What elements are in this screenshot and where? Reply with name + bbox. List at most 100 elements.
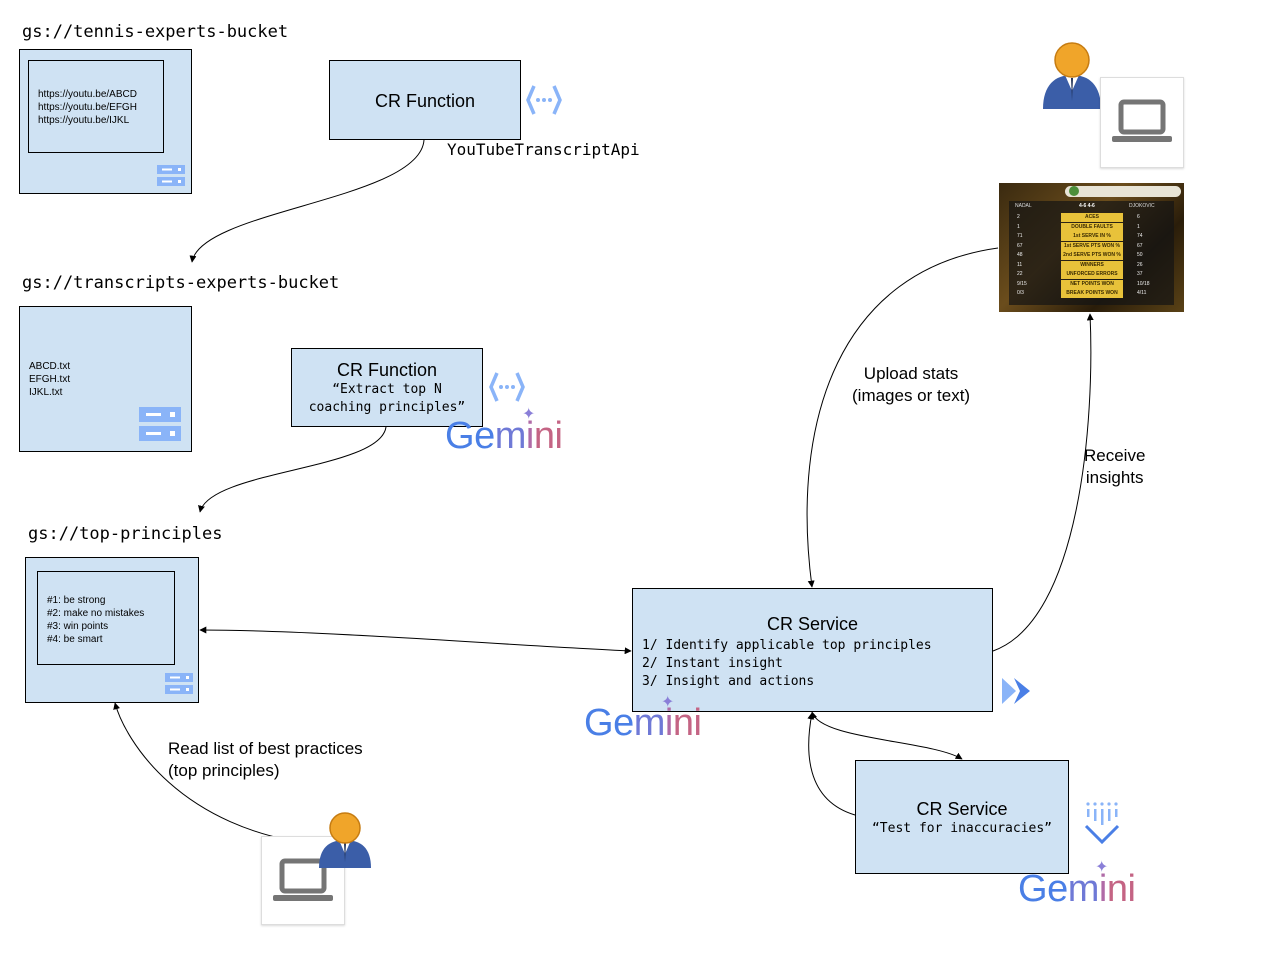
- upload-stats-label: Upload stats (images or text): [852, 364, 971, 405]
- stat-label: DOUBLE FAULTS: [1061, 222, 1123, 232]
- list-item: #4: be smart: [47, 634, 103, 645]
- scoreboard-row: 48 2nd SERVE PTS WON % 50: [1009, 251, 1174, 261]
- user-avatar-icon: [1043, 42, 1101, 109]
- url-list: https://youtu.be/ABCD https://youtu.be/E…: [28, 60, 164, 153]
- arrow-fetch-to-transcripts: [189, 139, 425, 263]
- cr-function-extract: CR Function “Extract top N coaching prin…: [291, 348, 483, 427]
- stat-label: 1st SERVE PTS WON %: [1061, 241, 1123, 251]
- tennis-bucket-label: gs://tennis-experts-bucket: [22, 22, 289, 42]
- service-subtitle: “Test for inaccuracies”: [871, 821, 1052, 836]
- storage-bucket-icon: [165, 673, 193, 694]
- user-avatar-icon: [319, 812, 371, 868]
- stat-right: 1: [1137, 223, 1140, 230]
- list-item: https://youtu.be/IJKL: [38, 115, 130, 126]
- principles-list: #1: be strong #2: make no mistakes #3: w…: [37, 571, 175, 665]
- scoreboard-table: NADAL 4-6 4-6 DJOKOVIC 2 ACES 6 1 DOUBLE FAU…: [1009, 201, 1174, 305]
- service-title: CR Service: [916, 799, 1008, 819]
- match-score: 4-6 4-6: [1079, 203, 1095, 209]
- cloud-run-icon: [1002, 678, 1030, 704]
- storage-bucket-icon: [139, 407, 181, 441]
- scoreboard-row: 71 1st SERVE IN % 74: [1009, 232, 1174, 242]
- principles-bucket-label: gs://top-principles: [28, 524, 223, 544]
- cr-service-test: CR Service “Test for inaccuracies”: [855, 760, 1069, 874]
- stat-label: NET POINTS WON: [1061, 279, 1123, 289]
- stat-label: WINNERS: [1061, 260, 1123, 270]
- list-item: IJKL.txt: [29, 387, 63, 398]
- function-subtitle-line2: coaching principles”: [308, 400, 466, 415]
- arrow-extract-to-principles: [198, 426, 387, 513]
- list-item: #2: make no mistakes: [47, 608, 145, 619]
- gemini-star-icon: ✦: [522, 406, 536, 423]
- cr-service-main: CR Service 1/ Identify applicable top pr…: [632, 588, 993, 712]
- list-item: https://youtu.be/EFGH: [38, 102, 137, 113]
- service-steps: 1/ Identify applicable top principles 2/…: [642, 637, 992, 691]
- service-step: 1/ Identify applicable top principles: [642, 638, 932, 653]
- arrow-service-principles: [199, 626, 632, 655]
- stat-right: 67: [1137, 242, 1143, 249]
- list-item: #3: win points: [47, 621, 109, 632]
- storage-bucket-icon: [157, 165, 185, 186]
- globe-icon: [1069, 186, 1079, 196]
- laptop-card: [261, 836, 345, 925]
- service-step: 3/ Insight and actions: [642, 674, 815, 689]
- stat-label: 1st SERVE IN %: [1061, 232, 1123, 241]
- laptop-icon: [1112, 99, 1172, 142]
- match-stats-image: NADAL 4-6 4-6 DJOKOVIC 2 ACES 6 1 DOUBLE FAU…: [999, 183, 1184, 312]
- scoreboard-row: 2 ACES 6: [1009, 213, 1174, 223]
- api-label: YouTubeTranscriptApi: [447, 140, 640, 159]
- laptop-icon: [273, 858, 333, 901]
- gemini-star-icon: ✦: [1095, 859, 1109, 876]
- gemini-logo: Gemini: [584, 702, 702, 744]
- transcript-list: ABCD.txt EFGH.txt IJKL.txt: [29, 360, 70, 399]
- principles-bucket-box: #1: be strong #2: make no mistakes #3: w…: [25, 557, 199, 703]
- cloud-functions-icon: [489, 372, 525, 402]
- stat-right: 37: [1137, 271, 1143, 277]
- cloud-functions-icon: [526, 85, 562, 115]
- read-label: Read list of best practices (top princip…: [168, 739, 363, 780]
- service-step: 2/ Instant insight: [642, 656, 783, 671]
- scoreboard-header: [1065, 186, 1181, 197]
- service-title: CR Service: [766, 614, 859, 634]
- stat-right: 26: [1137, 261, 1143, 268]
- function-title: CR Function: [336, 360, 438, 380]
- scoreboard-rows: 2 ACES 6 1 DOUBLE FAULTS 1 71 1st SERVE IN % 74 6…: [1009, 213, 1174, 299]
- player-right: DJOKOVIC: [1129, 203, 1155, 209]
- stat-left: 48: [1017, 252, 1023, 258]
- stat-left: 1: [1017, 223, 1020, 230]
- list-item: EFGH.txt: [29, 374, 71, 385]
- gemini-star-icon: ✦: [661, 694, 675, 711]
- stat-left: 71: [1017, 233, 1023, 239]
- scoreboard-row: 22 UNFORCED ERRORS 37: [1009, 270, 1174, 280]
- list-item: https://youtu.be/ABCD: [38, 89, 137, 100]
- arrow-receive-insights: [992, 313, 1094, 652]
- stat-right: 6: [1137, 214, 1140, 220]
- player-left: NADAL: [1015, 203, 1032, 209]
- stat-label: UNFORCED ERRORS: [1061, 270, 1123, 279]
- stat-label: ACES: [1061, 213, 1123, 222]
- stat-right: 74: [1137, 233, 1143, 239]
- tennis-bucket-box: https://youtu.be/ABCD https://youtu.be/E…: [19, 49, 192, 194]
- transcripts-bucket-box: ABCD.txt EFGH.txt IJKL.txt: [19, 306, 192, 452]
- stat-label: BREAK POINTS WON: [1061, 289, 1123, 298]
- arrow-test-to-service: [807, 712, 856, 816]
- stat-left: 0/3: [1017, 290, 1024, 296]
- stat-label: 2nd SERVE PTS WON %: [1061, 251, 1123, 260]
- function-subtitle-line1: “Extract top N: [332, 382, 442, 397]
- stat-left: 2: [1017, 214, 1020, 220]
- stat-left: 22: [1017, 271, 1023, 277]
- scoreboard-row: 11 WINNERS 26: [1009, 260, 1174, 271]
- list-item: #1: be strong: [47, 595, 106, 606]
- arrow-user-read-principles: [113, 702, 321, 846]
- stat-left: 11: [1017, 261, 1023, 268]
- gemini-logo: Gemini: [1018, 868, 1136, 910]
- laptop-card: [1100, 77, 1184, 168]
- stat-left: 9/15: [1017, 280, 1027, 287]
- transcripts-bucket-label: gs://transcripts-experts-bucket: [22, 273, 340, 293]
- stat-right: 10/18: [1137, 280, 1150, 287]
- stat-right: 50: [1137, 252, 1143, 258]
- arrow-service-to-test: [810, 711, 963, 760]
- vertex-ai-icon: [1084, 802, 1120, 845]
